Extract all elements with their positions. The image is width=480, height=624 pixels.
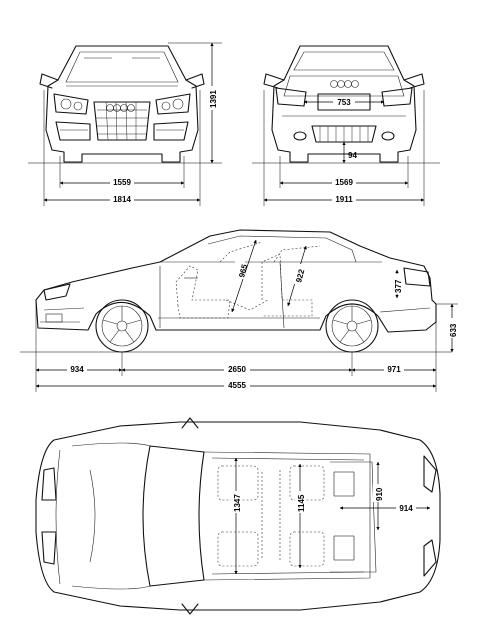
top-trunk-length-value: 910 (375, 487, 384, 501)
side-front-headroom-value: 965 (237, 263, 249, 279)
side-rear-overhang-value: 971 (387, 365, 401, 374)
front-track-value: 1559 (113, 178, 131, 187)
top-trunk-width-value: 914 (399, 504, 413, 513)
side-sill-height-value: 633 (449, 323, 458, 337)
rear-clearance-value: 94 (348, 151, 357, 160)
side-rear-headroom-value: 922 (294, 268, 306, 284)
rear-view: 753 94 1569 1911 (252, 45, 440, 206)
rear-plate-value: 753 (337, 98, 351, 107)
side-trunk-height-value: 377 (394, 279, 403, 293)
rear-width-value: 1911 (335, 195, 353, 204)
side-wheelbase-value: 2650 (228, 365, 246, 374)
top-rear-seat-value: 1145 (297, 494, 306, 512)
front-height-value: 1391 (209, 90, 218, 108)
front-view: 1391 1559 1814 (28, 42, 222, 206)
side-front-overhang-value: 934 (70, 365, 84, 374)
top-front-seat-value: 1347 (233, 494, 242, 512)
side-view: 965 922 377 633 934 2650 971 4555 (20, 229, 458, 392)
side-length-value: 4555 (228, 381, 246, 390)
front-width-value: 1814 (113, 195, 131, 204)
rear-track-value: 1569 (335, 178, 353, 187)
top-view: 1347 1145 910 914 (35, 417, 441, 615)
